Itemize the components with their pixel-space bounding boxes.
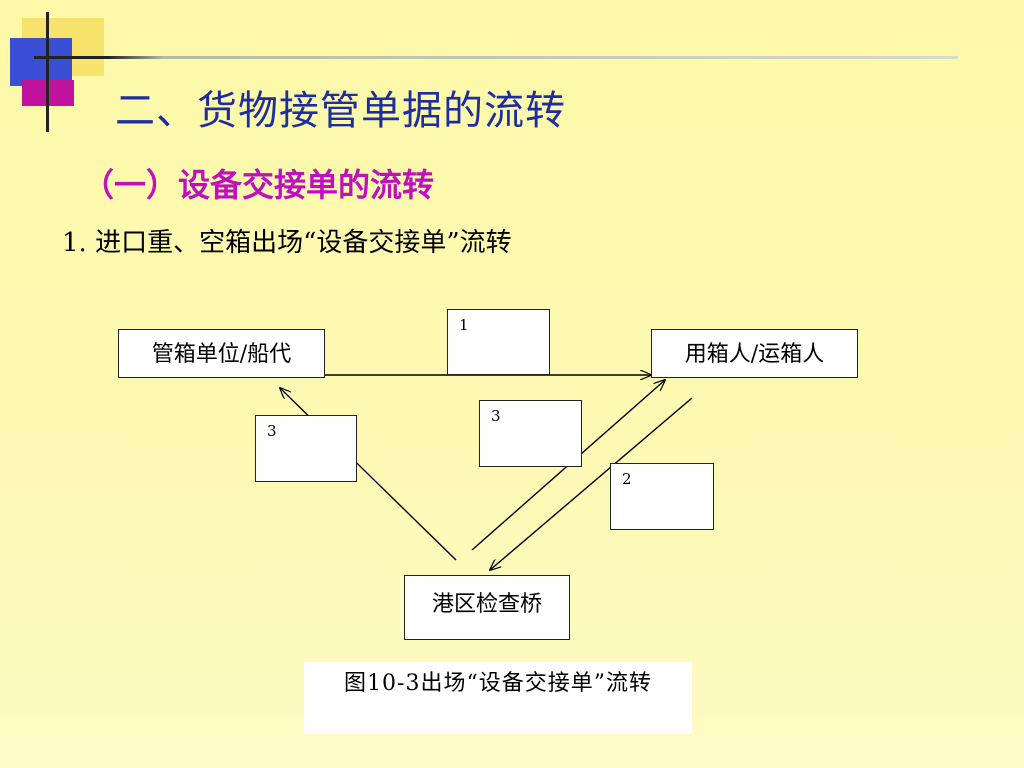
arrow-user-to-gate [490,397,693,570]
doc-box-1: 1 [447,309,550,375]
slide-subtitle: （一）设备交接单的流转 [82,166,435,204]
slide-title: 二、货物接管单据的流转 [115,88,566,134]
decor-blue-square [10,38,72,86]
node-ship-agent: 管箱单位/船代 [118,329,325,378]
doc-box-3-middle: 3 [479,400,582,467]
decor-vertical-line [46,12,49,132]
figure-caption: 图10-3出场“设备交接单”流转 [304,662,692,734]
node-user-carrier: 用箱人/运箱人 [651,329,858,378]
doc-box-2: 2 [610,463,714,530]
decor-horizontal-rule [34,56,958,59]
doc-box-3-left: 3 [255,415,357,482]
bullet-point: 1. 进口重、空箱出场“设备交接单”流转 [62,228,512,258]
node-port-gate: 港区检查桥 [404,575,570,640]
